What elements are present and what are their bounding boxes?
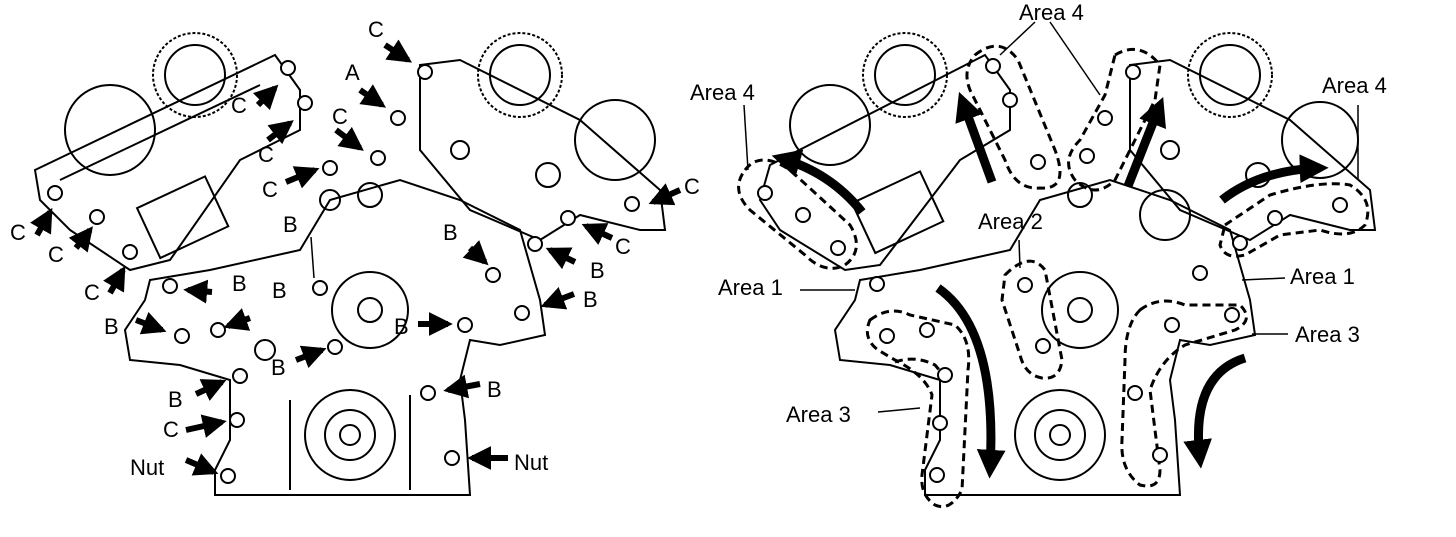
label-b-1: B	[283, 212, 298, 237]
crank-pulley	[304, 389, 396, 481]
label-b-4: B	[272, 278, 287, 303]
arrow-curve-down-right	[1183, 353, 1247, 469]
left-labels: C A C C C C C C C C C C B B B B B B B B …	[10, 17, 700, 480]
label-c-far-left-3: C	[84, 280, 100, 305]
label-c-top: C	[368, 17, 384, 42]
left-cam-gear	[152, 32, 238, 118]
label-b-7: B	[104, 314, 119, 339]
label-a: A	[345, 60, 360, 85]
label-b-10: B	[487, 377, 502, 402]
label-c-right: C	[684, 174, 700, 199]
right-cam-gear	[477, 32, 563, 118]
right-bolts	[757, 58, 1348, 483]
right-dashed-areas	[737, 44, 1370, 509]
label-b-3: B	[232, 271, 247, 296]
label-nut-left: Nut	[130, 455, 164, 480]
label-area-2: Area 2	[978, 209, 1043, 234]
right-head-cover	[419, 58, 667, 242]
left-engine-illustration	[33, 32, 667, 496]
label-c-left-3: C	[262, 177, 278, 202]
arrow-up-left	[955, 91, 997, 184]
label-b-5: B	[590, 258, 605, 283]
arrow-up-right	[1123, 96, 1166, 188]
label-b-8: B	[394, 314, 409, 339]
right-leader-lines	[743, 21, 1359, 413]
label-c-bottom: C	[163, 417, 179, 442]
area-3-left-outline	[865, 309, 971, 509]
right-engine-illustration	[758, 32, 1377, 496]
label-area-3-left: Area 3	[786, 402, 851, 427]
label-c-far-left-2: C	[48, 242, 64, 267]
area-3-right-outline	[1120, 299, 1248, 488]
area-4-top-left-outline	[965, 44, 1062, 190]
area-4-left-outline	[737, 158, 858, 270]
area-4-right-outline	[1218, 182, 1370, 258]
label-c-far-left-1: C	[10, 220, 26, 245]
arrow-curve-left	[771, 149, 866, 215]
label-c-left-1: C	[231, 93, 247, 118]
left-bolts	[47, 60, 640, 484]
label-area-3-right: Area 3	[1295, 322, 1360, 347]
right-labels: Area 4 Area 4 Area 4 Area 2 Area 1 Area …	[690, 0, 1387, 427]
area-2-outline	[1000, 259, 1064, 380]
left-b-leader-line	[310, 236, 315, 279]
right-direction-arrows	[771, 91, 1329, 479]
label-area-1-left: Area 1	[718, 275, 783, 300]
label-area-4-left: Area 4	[690, 80, 755, 105]
label-area-1-right: Area 1	[1290, 264, 1355, 289]
left-pointer-arrows	[30, 39, 682, 476]
label-b-6: B	[583, 287, 598, 312]
area-4-top-right-outline	[1067, 47, 1162, 192]
arrow-curve-right	[1219, 154, 1329, 204]
label-nut-right: Nut	[514, 450, 548, 475]
arrow-curve-down-left	[935, 284, 1006, 479]
label-c-right-2: C	[615, 234, 631, 259]
label-b-9: B	[271, 355, 286, 380]
label-area-4-right: Area 4	[1322, 73, 1387, 98]
label-c-left-2: C	[258, 142, 274, 167]
label-b-2: B	[443, 220, 458, 245]
label-b-11: B	[168, 387, 183, 412]
water-pump	[331, 271, 409, 349]
area-3-left-inner	[894, 357, 950, 381]
label-area-4-top: Area 4	[1019, 0, 1084, 25]
label-c-mid: C	[332, 104, 348, 129]
